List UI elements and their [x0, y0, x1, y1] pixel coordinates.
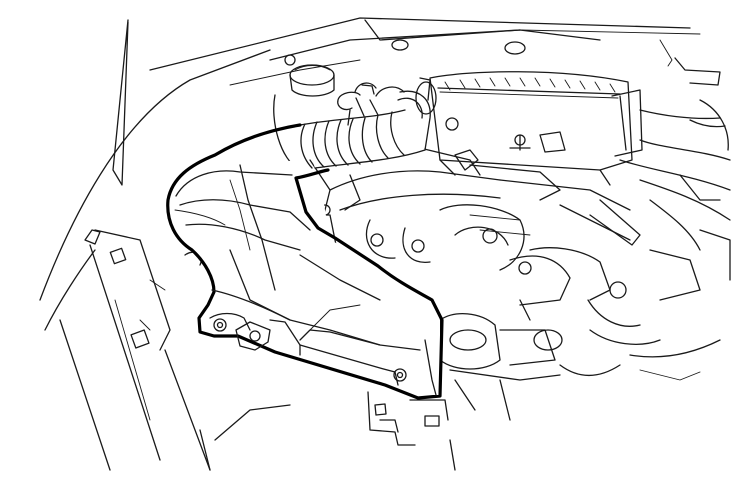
lower-bracket: [199, 391, 456, 471]
intake-manifold: [299, 147, 641, 327]
cowl-panel: [149, 17, 701, 86]
intake-boot: [299, 77, 437, 169]
air-intake-duct: [166, 123, 444, 400]
hood-prop-rod: [112, 19, 129, 186]
right-side-hoses: [619, 39, 731, 301]
vacuum-hose: [337, 84, 375, 126]
left-fender: [39, 49, 271, 471]
air-cleaner-box: [429, 71, 643, 186]
